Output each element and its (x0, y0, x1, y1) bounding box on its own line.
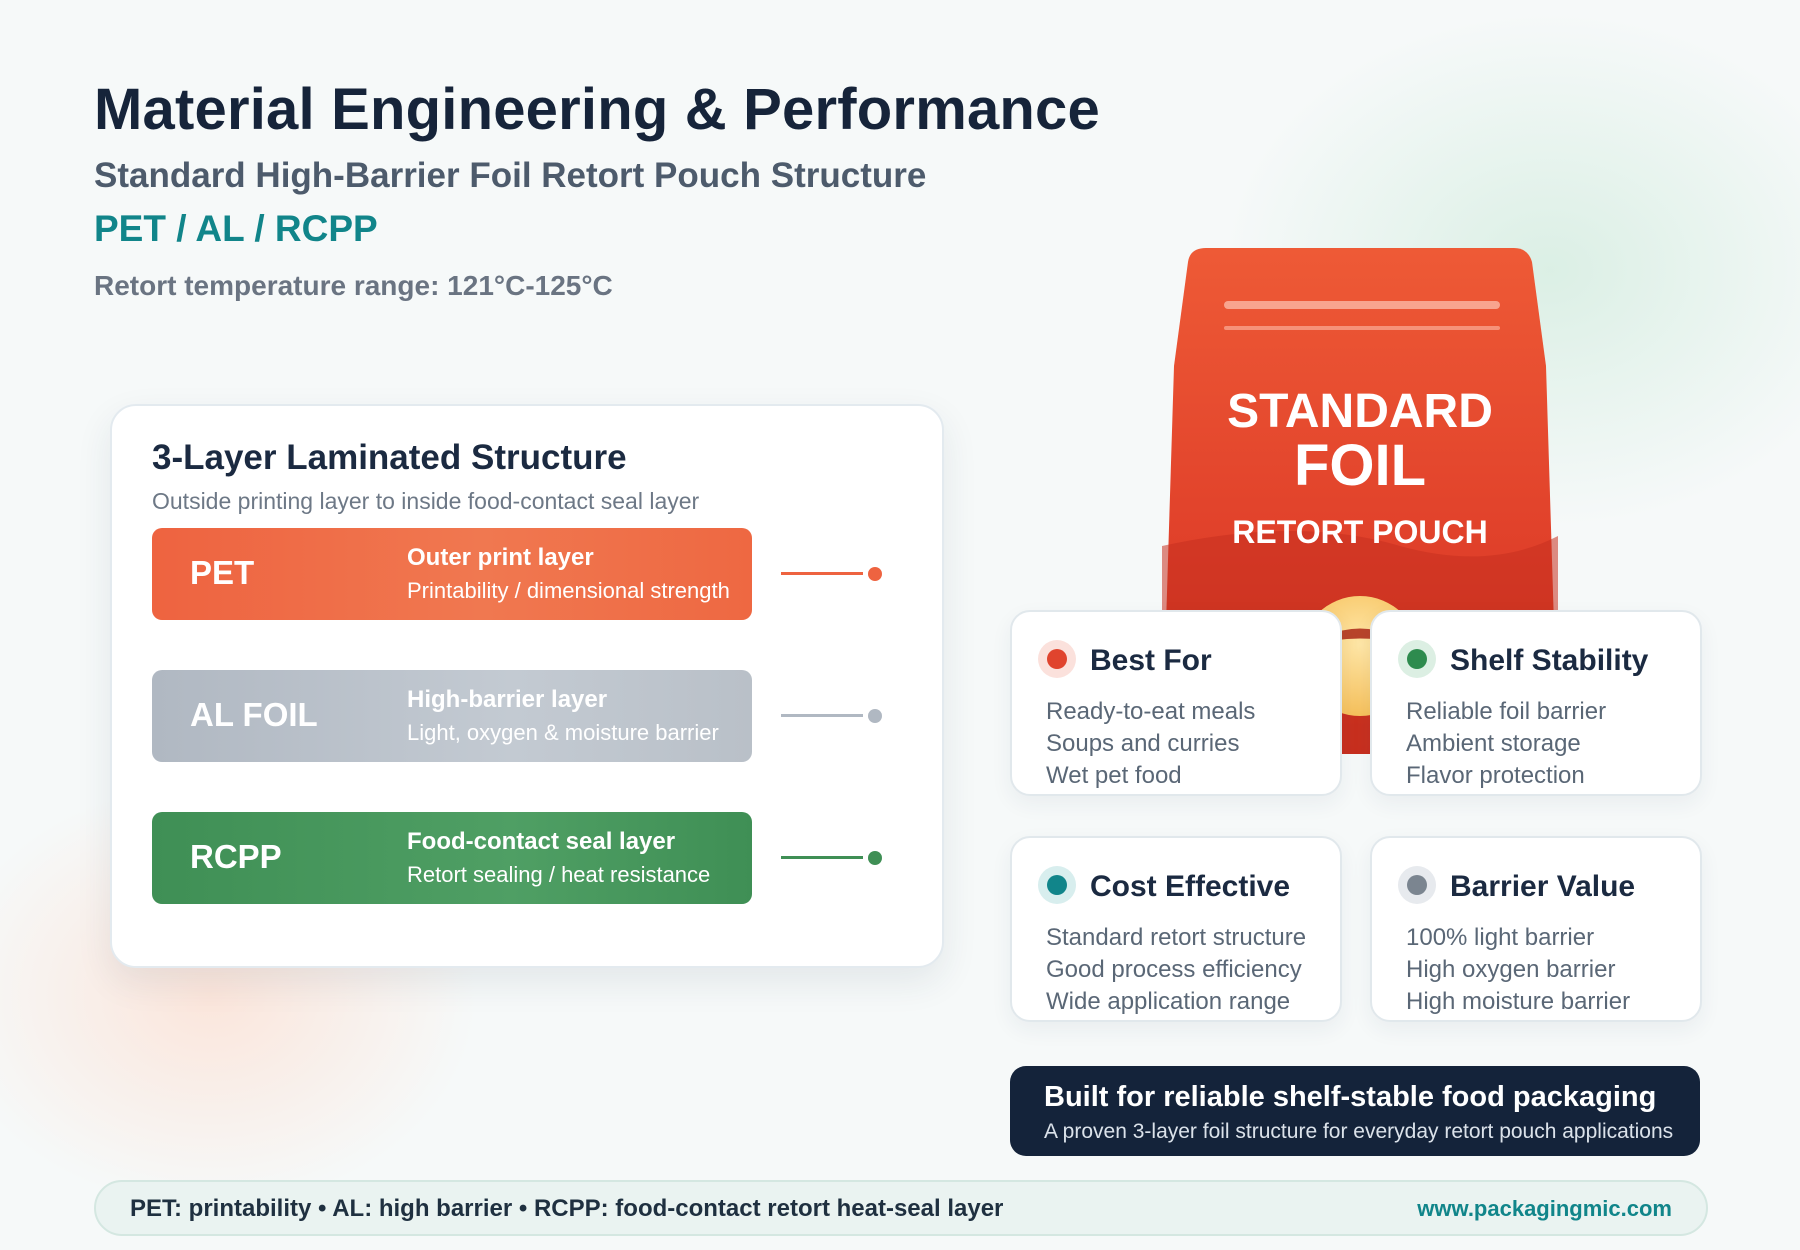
layer-pet: PET Outer print layer Printability / dim… (152, 528, 752, 620)
feature-list: Ready-to-eat meals Soups and curries Wet… (1046, 696, 1255, 792)
list-item: Ambient storage (1406, 730, 1581, 757)
layer-heading: Outer print layer (407, 544, 594, 571)
page-subtitle: Standard High-Barrier Foil Retort Pouch … (94, 156, 927, 195)
layer-heading: Food-contact seal layer (407, 828, 676, 855)
feature-list: Standard retort structure Good process e… (1046, 922, 1306, 1018)
layer-rcpp: RCPP Food-contact seal layer Retort seal… (152, 812, 752, 904)
layer-al-foil: AL FOIL High-barrier layer Light, oxygen… (152, 670, 752, 762)
banner-subtitle: A proven 3-layer foil structure for ever… (1044, 1120, 1674, 1143)
feature-card-best-for: Best For Ready-to-eat meals Soups and cu… (1010, 610, 1342, 796)
list-item: High moisture barrier (1406, 988, 1631, 1015)
footer-website-link[interactable]: www.packagingmic.com (1417, 1196, 1672, 1221)
structure-card: 3-Layer Laminated Structure Outside prin… (110, 404, 944, 968)
connector-dot (868, 709, 882, 723)
page-title: Material Engineering & Performance (94, 77, 1100, 142)
layer-name: AL FOIL (190, 696, 318, 733)
layer-description: Printability / dimensional strength (407, 578, 730, 603)
layer-description: Light, oxygen & moisture barrier (407, 720, 719, 745)
connector-dot (868, 567, 882, 581)
feature-title: Cost Effective (1090, 870, 1291, 903)
feature-card-cost-effective: Cost Effective Standard retort structure… (1010, 836, 1342, 1022)
feature-card-shelf-stability: Shelf Stability Reliable foil barrier Am… (1370, 610, 1702, 796)
pouch-label-line2: FOIL (1293, 433, 1427, 498)
layer-connector-rcpp (781, 856, 863, 859)
pouch-label-line1: STANDARD (1227, 385, 1493, 438)
list-item: Good process efficiency (1046, 956, 1302, 983)
layer-connector-al (781, 714, 863, 717)
pouch-label-line3: RETORT POUCH (1232, 514, 1488, 550)
structure-card-subtitle: Outside printing layer to inside food-co… (152, 488, 700, 514)
layer-name: RCPP (190, 838, 282, 875)
list-item: Flavor protection (1406, 762, 1585, 789)
footer-bar: PET: printability • AL: high barrier • R… (94, 1180, 1708, 1236)
banner-title: Built for reliable shelf-stable food pac… (1044, 1081, 1657, 1113)
list-item: High oxygen barrier (1406, 956, 1616, 983)
list-item: Ready-to-eat meals (1046, 698, 1256, 725)
list-item: 100% light barrier (1406, 924, 1595, 951)
layer-connector-pet (781, 572, 863, 575)
list-item: Standard retort structure (1046, 924, 1307, 951)
footer-summary: PET: printability • AL: high barrier • R… (130, 1195, 1004, 1222)
callout-banner: Built for reliable shelf-stable food pac… (1010, 1066, 1700, 1156)
layer-heading: High-barrier layer (407, 686, 608, 713)
feature-list: Reliable foil barrier Ambient storage Fl… (1406, 696, 1606, 792)
feature-title: Best For (1090, 644, 1212, 677)
structure-formula: PET / AL / RCPP (94, 208, 378, 249)
list-item: Wet pet food (1046, 762, 1182, 789)
list-item: Soups and curries (1046, 730, 1240, 757)
status-dot-icon (1398, 866, 1436, 904)
connector-dot (868, 851, 882, 865)
layer-description: Retort sealing / heat resistance (407, 862, 711, 887)
list-item: Reliable foil barrier (1406, 698, 1607, 725)
feature-title: Barrier Value (1450, 870, 1636, 903)
status-dot-icon (1038, 866, 1076, 904)
structure-card-title: 3-Layer Laminated Structure (152, 438, 627, 477)
temperature-range: Retort temperature range: 121°C-125°C (94, 270, 613, 301)
feature-title: Shelf Stability (1450, 644, 1649, 677)
layer-name: PET (190, 554, 255, 591)
status-dot-icon (1398, 640, 1436, 678)
list-item: Wide application range (1046, 988, 1291, 1015)
feature-list: 100% light barrier High oxygen barrier H… (1406, 922, 1630, 1018)
status-dot-icon (1038, 640, 1076, 678)
feature-card-barrier-value: Barrier Value 100% light barrier High ox… (1370, 836, 1702, 1022)
